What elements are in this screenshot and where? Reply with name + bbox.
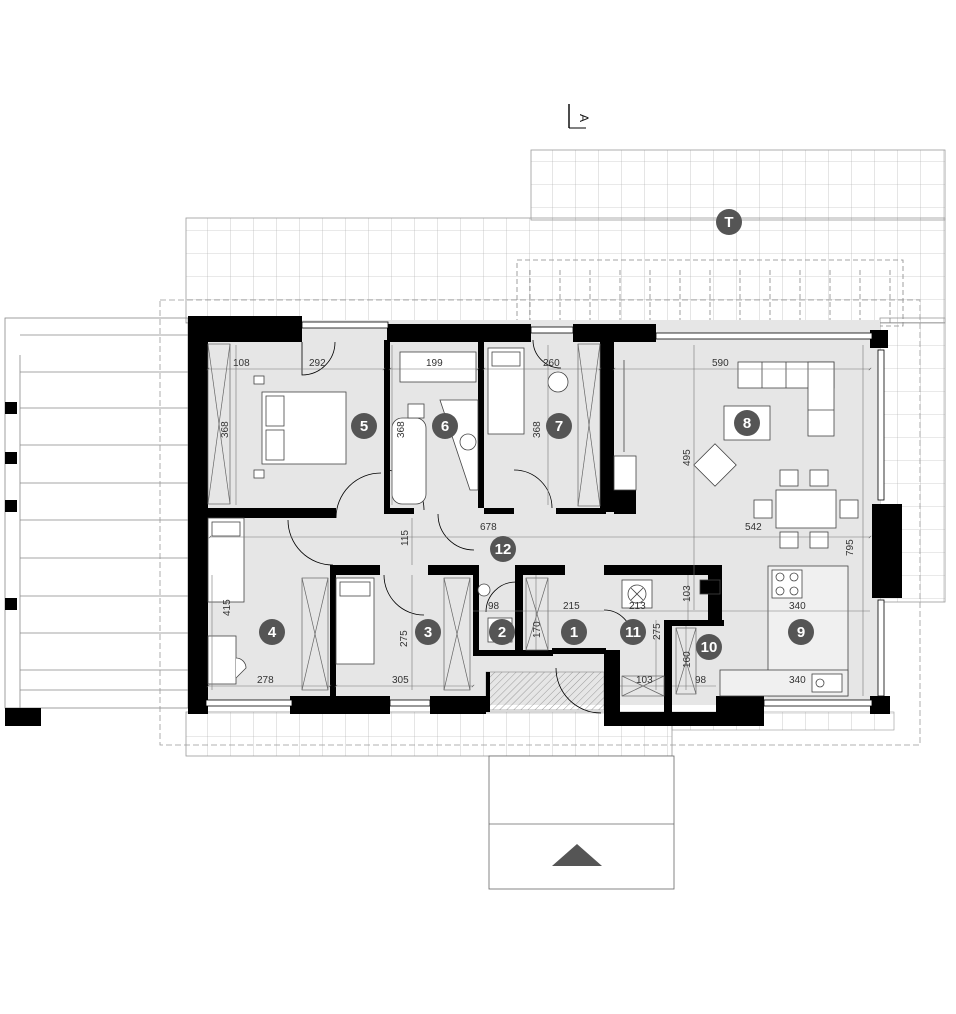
svg-text:5: 5	[360, 418, 368, 435]
room-badge-12: 12	[490, 536, 516, 562]
dim-199: 199	[426, 358, 443, 369]
svg-text:A: A	[577, 114, 591, 122]
room-badge-1: 1	[561, 619, 587, 645]
dim-160: 160	[682, 651, 693, 668]
carport-posts	[5, 402, 41, 726]
dim-368-c: 368	[532, 421, 543, 438]
svg-text:1: 1	[570, 624, 578, 641]
terrace-badge: T	[716, 209, 742, 235]
dim-340-a: 340	[789, 601, 806, 612]
room-badge-6: 6	[432, 413, 458, 439]
svg-text:2: 2	[498, 624, 506, 641]
room-badges: 1 2 3 4 5 6 7 8 9 10 11 12 T	[259, 209, 814, 660]
dim-215: 215	[563, 601, 580, 612]
dim-103-b: 103	[636, 675, 653, 686]
svg-text:3: 3	[424, 624, 432, 641]
svg-text:7: 7	[555, 418, 563, 435]
room-badge-4: 4	[259, 619, 285, 645]
dim-415: 415	[222, 599, 233, 616]
walls	[188, 316, 902, 726]
entrance-step	[485, 671, 605, 711]
dim-305: 305	[392, 675, 409, 686]
svg-text:8: 8	[743, 415, 751, 432]
dim-98-b: 98	[695, 675, 707, 686]
dim-340-b: 340	[789, 675, 806, 686]
windows	[205, 321, 885, 707]
dim-275-a: 275	[399, 630, 410, 647]
roof-outline	[159, 299, 921, 746]
dim-275-b: 275	[652, 623, 663, 640]
room-badge-9: 9	[788, 619, 814, 645]
room-badge-2: 2	[489, 619, 515, 645]
dim-98-a: 98	[488, 601, 500, 612]
dim-590: 590	[712, 358, 729, 369]
section-marker-top: A	[568, 104, 591, 129]
dim-495: 495	[682, 449, 693, 466]
dim-260: 260	[543, 358, 560, 369]
dim-103-a: 103	[682, 585, 693, 602]
svg-text:9: 9	[797, 624, 805, 641]
svg-text:T: T	[724, 214, 733, 231]
dim-795: 795	[845, 539, 856, 556]
hob	[771, 569, 803, 599]
dining-table	[775, 489, 837, 529]
furniture	[207, 347, 859, 697]
room-badge-10: 10	[696, 634, 722, 660]
dim-278: 278	[257, 675, 274, 686]
room-badge-7: 7	[546, 413, 572, 439]
room-badge-3: 3	[415, 619, 441, 645]
dim-678: 678	[480, 522, 497, 533]
room-badge-8: 8	[734, 410, 760, 436]
dim-108: 108	[233, 358, 250, 369]
entrance-path	[488, 755, 675, 890]
svg-text:4: 4	[268, 624, 277, 641]
dim-115: 115	[400, 530, 411, 546]
carport-pergola	[4, 317, 189, 709]
dim-368-b: 368	[396, 421, 407, 438]
dim-292: 292	[309, 358, 326, 369]
svg-text:11: 11	[625, 624, 641, 641]
terrace-tiles	[185, 149, 946, 757]
room-badge-11: 11	[620, 619, 646, 645]
wardrobes	[207, 343, 697, 697]
dim-170: 170	[532, 621, 543, 638]
entrance-arrow-icon	[552, 844, 602, 866]
dim-542: 542	[745, 522, 762, 533]
room-badge-5: 5	[351, 413, 377, 439]
dim-213: 213	[629, 601, 646, 612]
svg-text:12: 12	[495, 541, 512, 558]
armchair	[693, 443, 737, 487]
dimension-labels: 108 292 199 260 590 368 368 368 495 678 …	[220, 358, 856, 686]
sink	[811, 673, 843, 693]
dimension-lines	[206, 345, 872, 696]
svg-text:10: 10	[701, 639, 718, 656]
dim-368-a: 368	[220, 421, 231, 438]
svg-text:6: 6	[441, 418, 449, 435]
